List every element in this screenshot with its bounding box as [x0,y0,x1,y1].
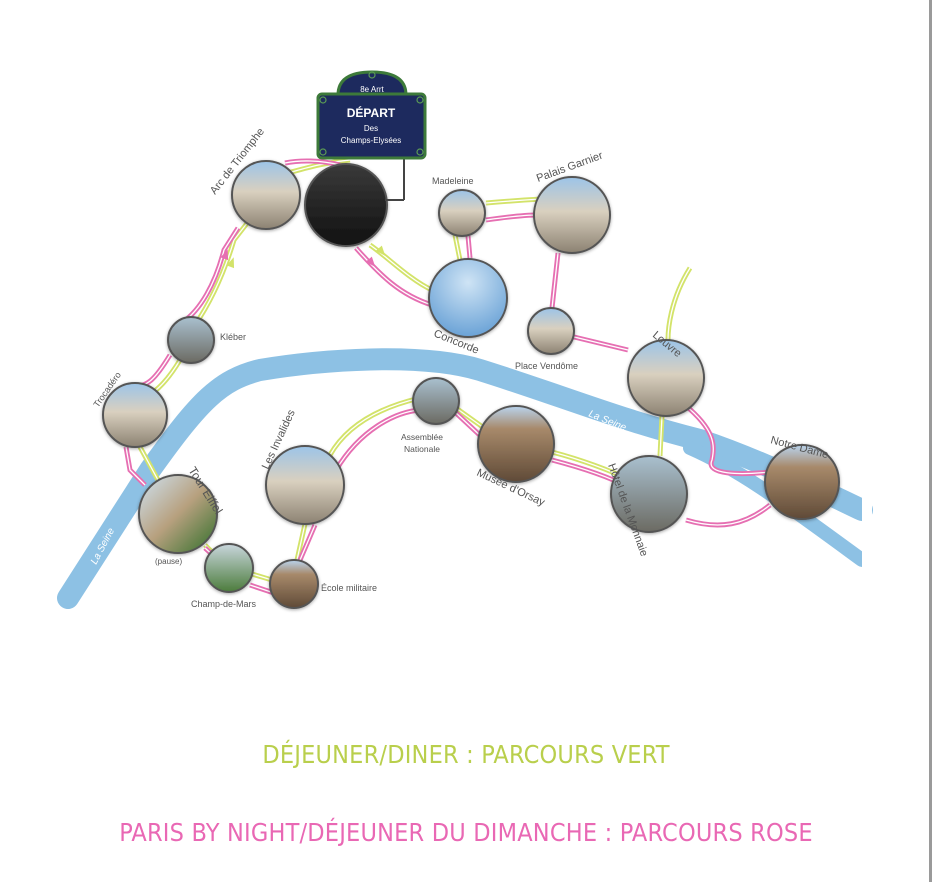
garnier-photo [533,176,611,254]
champ-de-mars-photo [204,543,254,593]
pink-route-line [685,503,772,528]
stop-label: Madeleine [432,176,474,186]
monnaie-photo [610,455,688,533]
louvre-photo [627,339,705,417]
stop-label: Place Vendôme [515,361,578,371]
legend-green-route: DÉJEUNER/DINER : PARCOURS VERT [262,740,670,769]
sign-title: DÉPART [347,105,396,120]
page-edge-scrollbar [929,0,932,882]
madeleine-photo [438,189,486,237]
kleber-photo [167,316,215,364]
green-route-line [192,220,250,327]
stop-label: École militaire [321,583,377,593]
direction-arrow-icon [375,245,386,256]
arc-de-triomphe-photo [231,160,301,230]
direction-arrow-icon [220,249,229,261]
stop-champdemars [204,543,254,593]
assemblee-photo [412,377,460,425]
stop-monnaie [610,455,688,533]
notre-dame-photo [764,444,840,520]
sign-line1: Des [364,124,378,133]
direction-arrow-icon [226,257,235,269]
stop-label: Champ-de-Mars [191,599,257,609]
stop-label: Assemblée [401,432,443,442]
sign-line2: Champs-Elysées [341,136,401,145]
legend-pink-route: PARIS BY NIGHT/DÉJEUNER DU DIMANCHE : PA… [119,818,813,847]
concorde-photo [428,258,508,338]
stop-kleber [167,316,215,364]
stop-label: Nationale [404,444,440,454]
green-route-line [665,266,693,341]
stop-madeleine [438,189,486,237]
stop-concorde [428,258,508,338]
stop-eiffel [138,474,218,554]
ecole-militaire-photo [269,559,319,609]
river-seine [57,348,873,609]
route-map: La Seine La Seine Arc de TriompheKléberT… [57,70,873,609]
stop-trocadero [102,382,168,448]
eiffel-tower-photo [138,474,218,554]
direction-arrow-icon [365,256,376,267]
stop-garnier [533,176,611,254]
stop-note: (pause) [155,557,182,566]
stop-arc [231,160,301,230]
sign-district: 8e Arrt [360,85,384,94]
depart-sign: 8e Arrt DÉPART Des Champs-Elysées [316,70,427,201]
stop-invalides [265,445,345,525]
orsay-photo [477,405,555,483]
vendome-photo [527,307,575,355]
stop-vendome [527,307,575,355]
stop-label: Kléber [220,332,246,342]
champs-elysees-photo [304,163,388,247]
stop-assemblee [412,377,460,425]
pink-route-line [354,246,433,308]
trocadero-photo [102,382,168,448]
invalides-photo [265,445,345,525]
stop-orsay [477,405,555,483]
stop-louvre [627,339,705,417]
stop-champs [304,163,388,247]
stop-notredame [764,444,840,520]
stop-ecole [269,559,319,609]
